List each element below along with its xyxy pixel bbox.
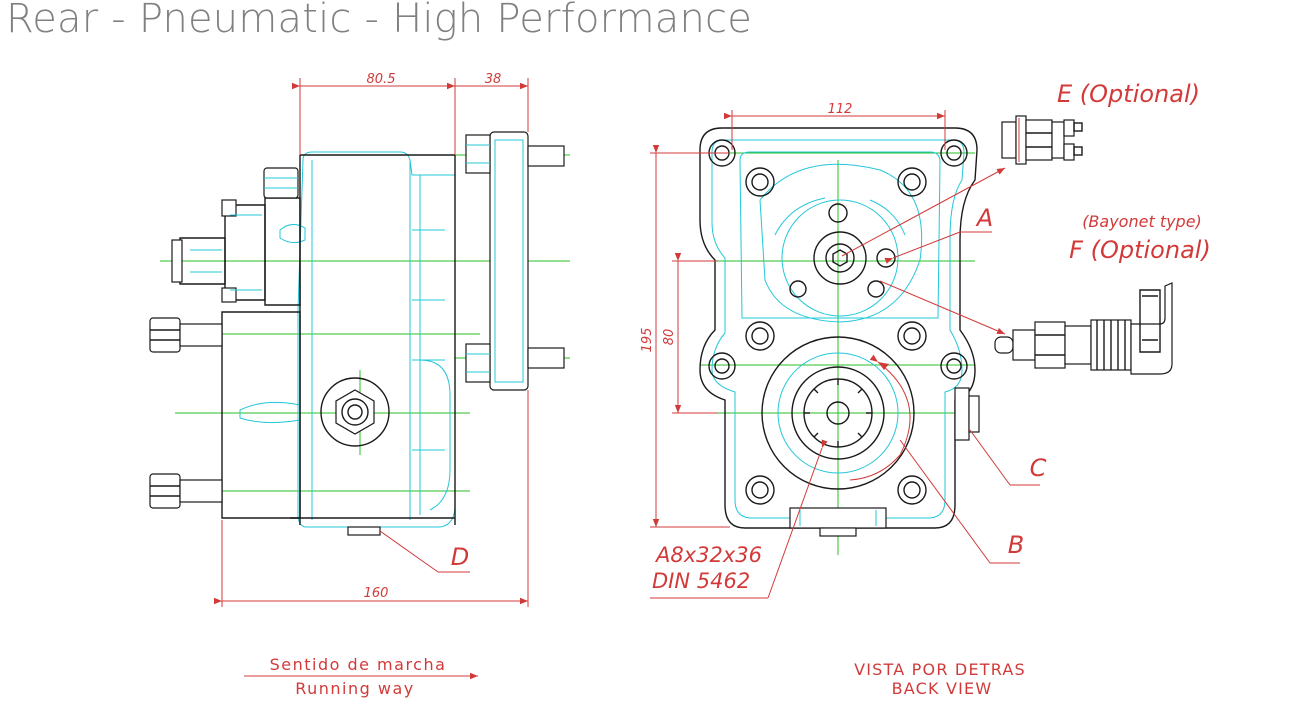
spline-spec-line1: A8x32x36: [654, 543, 762, 567]
callout-d: D: [451, 543, 469, 571]
dim-38: 38: [485, 72, 502, 87]
optional-sensor-f: [994, 282, 1173, 375]
optional-sensor-e: [1001, 115, 1083, 165]
spline-spec-line2: DIN 5462: [652, 569, 750, 593]
back-view: [650, 110, 1040, 599]
dim-80: 80: [662, 329, 677, 346]
callout-f-note: (Bayonet type): [1082, 212, 1202, 231]
direction-caption-en: Running way: [295, 679, 415, 698]
direction-caption-es: Sentido de marcha: [270, 655, 447, 674]
view-caption-es: VISTA POR DETRAS: [854, 660, 1026, 679]
dim-80-5: 80.5: [367, 72, 396, 87]
dim-112: 112: [828, 102, 853, 117]
callout-b: B: [1008, 531, 1024, 559]
dim-160: 160: [364, 586, 389, 601]
callout-f: F (Optional): [1069, 236, 1211, 264]
side-view: [149, 78, 570, 607]
callout-a: A: [975, 204, 993, 232]
view-caption-en: BACK VIEW: [892, 679, 993, 698]
dim-195: 195: [640, 328, 655, 353]
callout-c: C: [1030, 454, 1047, 482]
page-title: Rear - Pneumatic - High Performance: [6, 0, 753, 42]
callout-e: E (Optional): [1057, 80, 1200, 108]
